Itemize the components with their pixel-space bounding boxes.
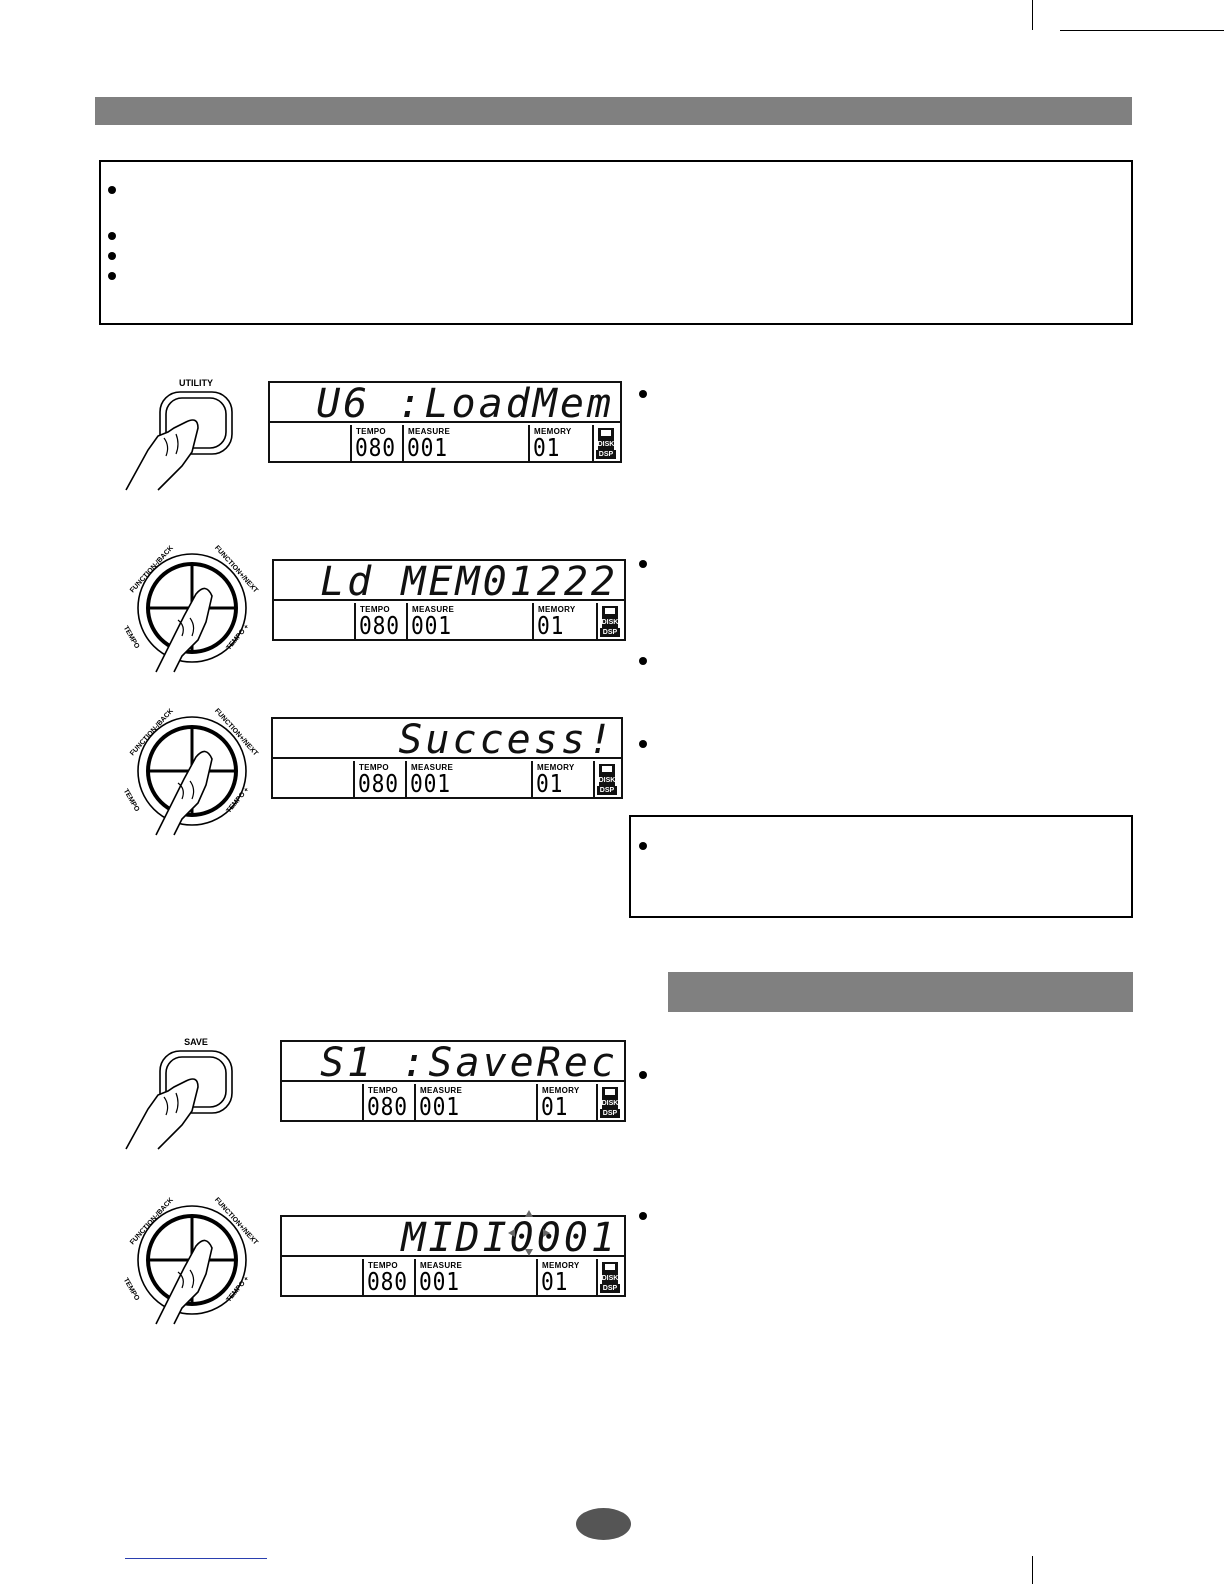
lcd-main-text: MIDI0001 [282, 1217, 624, 1257]
lcd-main-text: Ld MEM01222 [274, 561, 624, 601]
crop-mark [1032, 0, 1033, 30]
memory-value: 01 [537, 611, 565, 640]
bullet [108, 252, 116, 260]
dial-icon[interactable] [122, 1196, 262, 1326]
memory-value: 01 [541, 1092, 569, 1121]
measure-value: 001 [411, 611, 452, 640]
dial-icon[interactable] [122, 707, 262, 837]
page-number-badge [576, 1508, 631, 1540]
memory-value: 01 [533, 433, 561, 462]
utility-button-label: UTILITY [179, 378, 213, 388]
bullet [108, 186, 116, 194]
bullet [639, 390, 647, 398]
crop-mark [1060, 30, 1224, 31]
tempo-value: 080 [358, 769, 399, 798]
bullet [639, 842, 647, 850]
tempo-value: 080 [367, 1267, 408, 1296]
note-box [629, 815, 1133, 918]
section-header-bar [95, 97, 1132, 125]
cursor-arrows-icon [508, 1210, 550, 1256]
memory-value: 01 [536, 769, 564, 798]
section-header-bar [668, 972, 1133, 1012]
bullet [639, 657, 647, 665]
save-button-label: SAVE [184, 1037, 208, 1047]
footer-link-underline [125, 1558, 267, 1559]
bullet [639, 740, 647, 748]
crop-mark [1032, 1556, 1033, 1584]
bullet [639, 560, 647, 568]
bullet [639, 1212, 647, 1220]
lcd-main-text: S1 :SaveRec [282, 1042, 624, 1082]
dial-icon[interactable] [122, 544, 262, 674]
save-button-icon[interactable] [118, 1047, 238, 1152]
memory-value: 01 [541, 1267, 569, 1296]
measure-value: 001 [419, 1267, 460, 1296]
lcd-main-text: U6 :LoadMem [270, 383, 620, 423]
note-box [99, 160, 1133, 325]
measure-value: 001 [407, 433, 448, 462]
bullet [108, 232, 116, 240]
measure-value: 001 [410, 769, 451, 798]
lcd-main-text: Success! [273, 719, 621, 759]
tempo-value: 080 [367, 1092, 408, 1121]
measure-value: 001 [419, 1092, 460, 1121]
bullet [108, 272, 116, 280]
tempo-value: 080 [359, 611, 400, 640]
tempo-value: 080 [355, 433, 396, 462]
utility-button-icon[interactable] [118, 388, 238, 493]
bullet [639, 1071, 647, 1079]
